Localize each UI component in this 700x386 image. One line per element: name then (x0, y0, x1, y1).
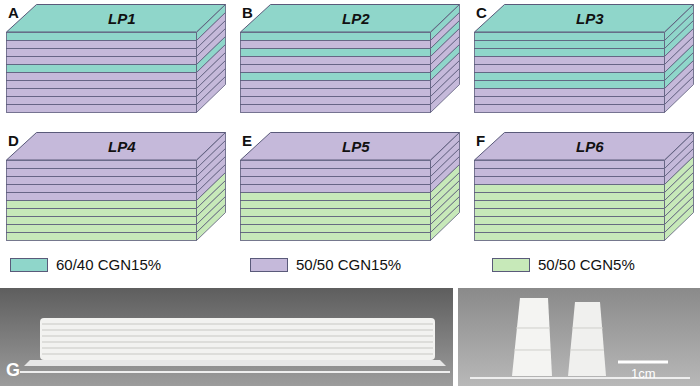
legend-swatch (250, 258, 288, 272)
scale-label: 1cm (631, 366, 656, 381)
panel-letter: D (8, 132, 19, 149)
panel-letter: E (242, 132, 252, 149)
legend-swatch (10, 258, 48, 272)
pattern-label: LP1 (108, 10, 136, 27)
legend-text: 50/50 CGN15% (296, 256, 401, 273)
panel-letter: G (6, 360, 20, 381)
pattern-label: LP2 (342, 10, 370, 27)
specimen-photo (0, 288, 700, 386)
legend-swatch (492, 258, 530, 272)
panel-letter: B (242, 4, 253, 21)
legend-text: 60/40 CGN15% (56, 256, 161, 273)
layer-block: D LP4 (6, 132, 226, 242)
pattern-label: LP4 (108, 138, 136, 155)
pattern-label: LP5 (342, 138, 370, 155)
layer-block: A LP1 (6, 4, 226, 114)
panel-letter: C (476, 4, 487, 21)
layer-block: B LP2 (240, 4, 460, 114)
layer-block: C LP3 (474, 4, 694, 114)
layer-block: F LP6 (474, 132, 694, 242)
pattern-label: LP3 (576, 10, 604, 27)
legend-text: 50/50 CGN5% (538, 256, 635, 273)
panel-letter: F (476, 132, 485, 149)
pattern-label: LP6 (576, 138, 604, 155)
layer-block: E LP5 (240, 132, 460, 242)
panel-letter: A (8, 4, 19, 21)
